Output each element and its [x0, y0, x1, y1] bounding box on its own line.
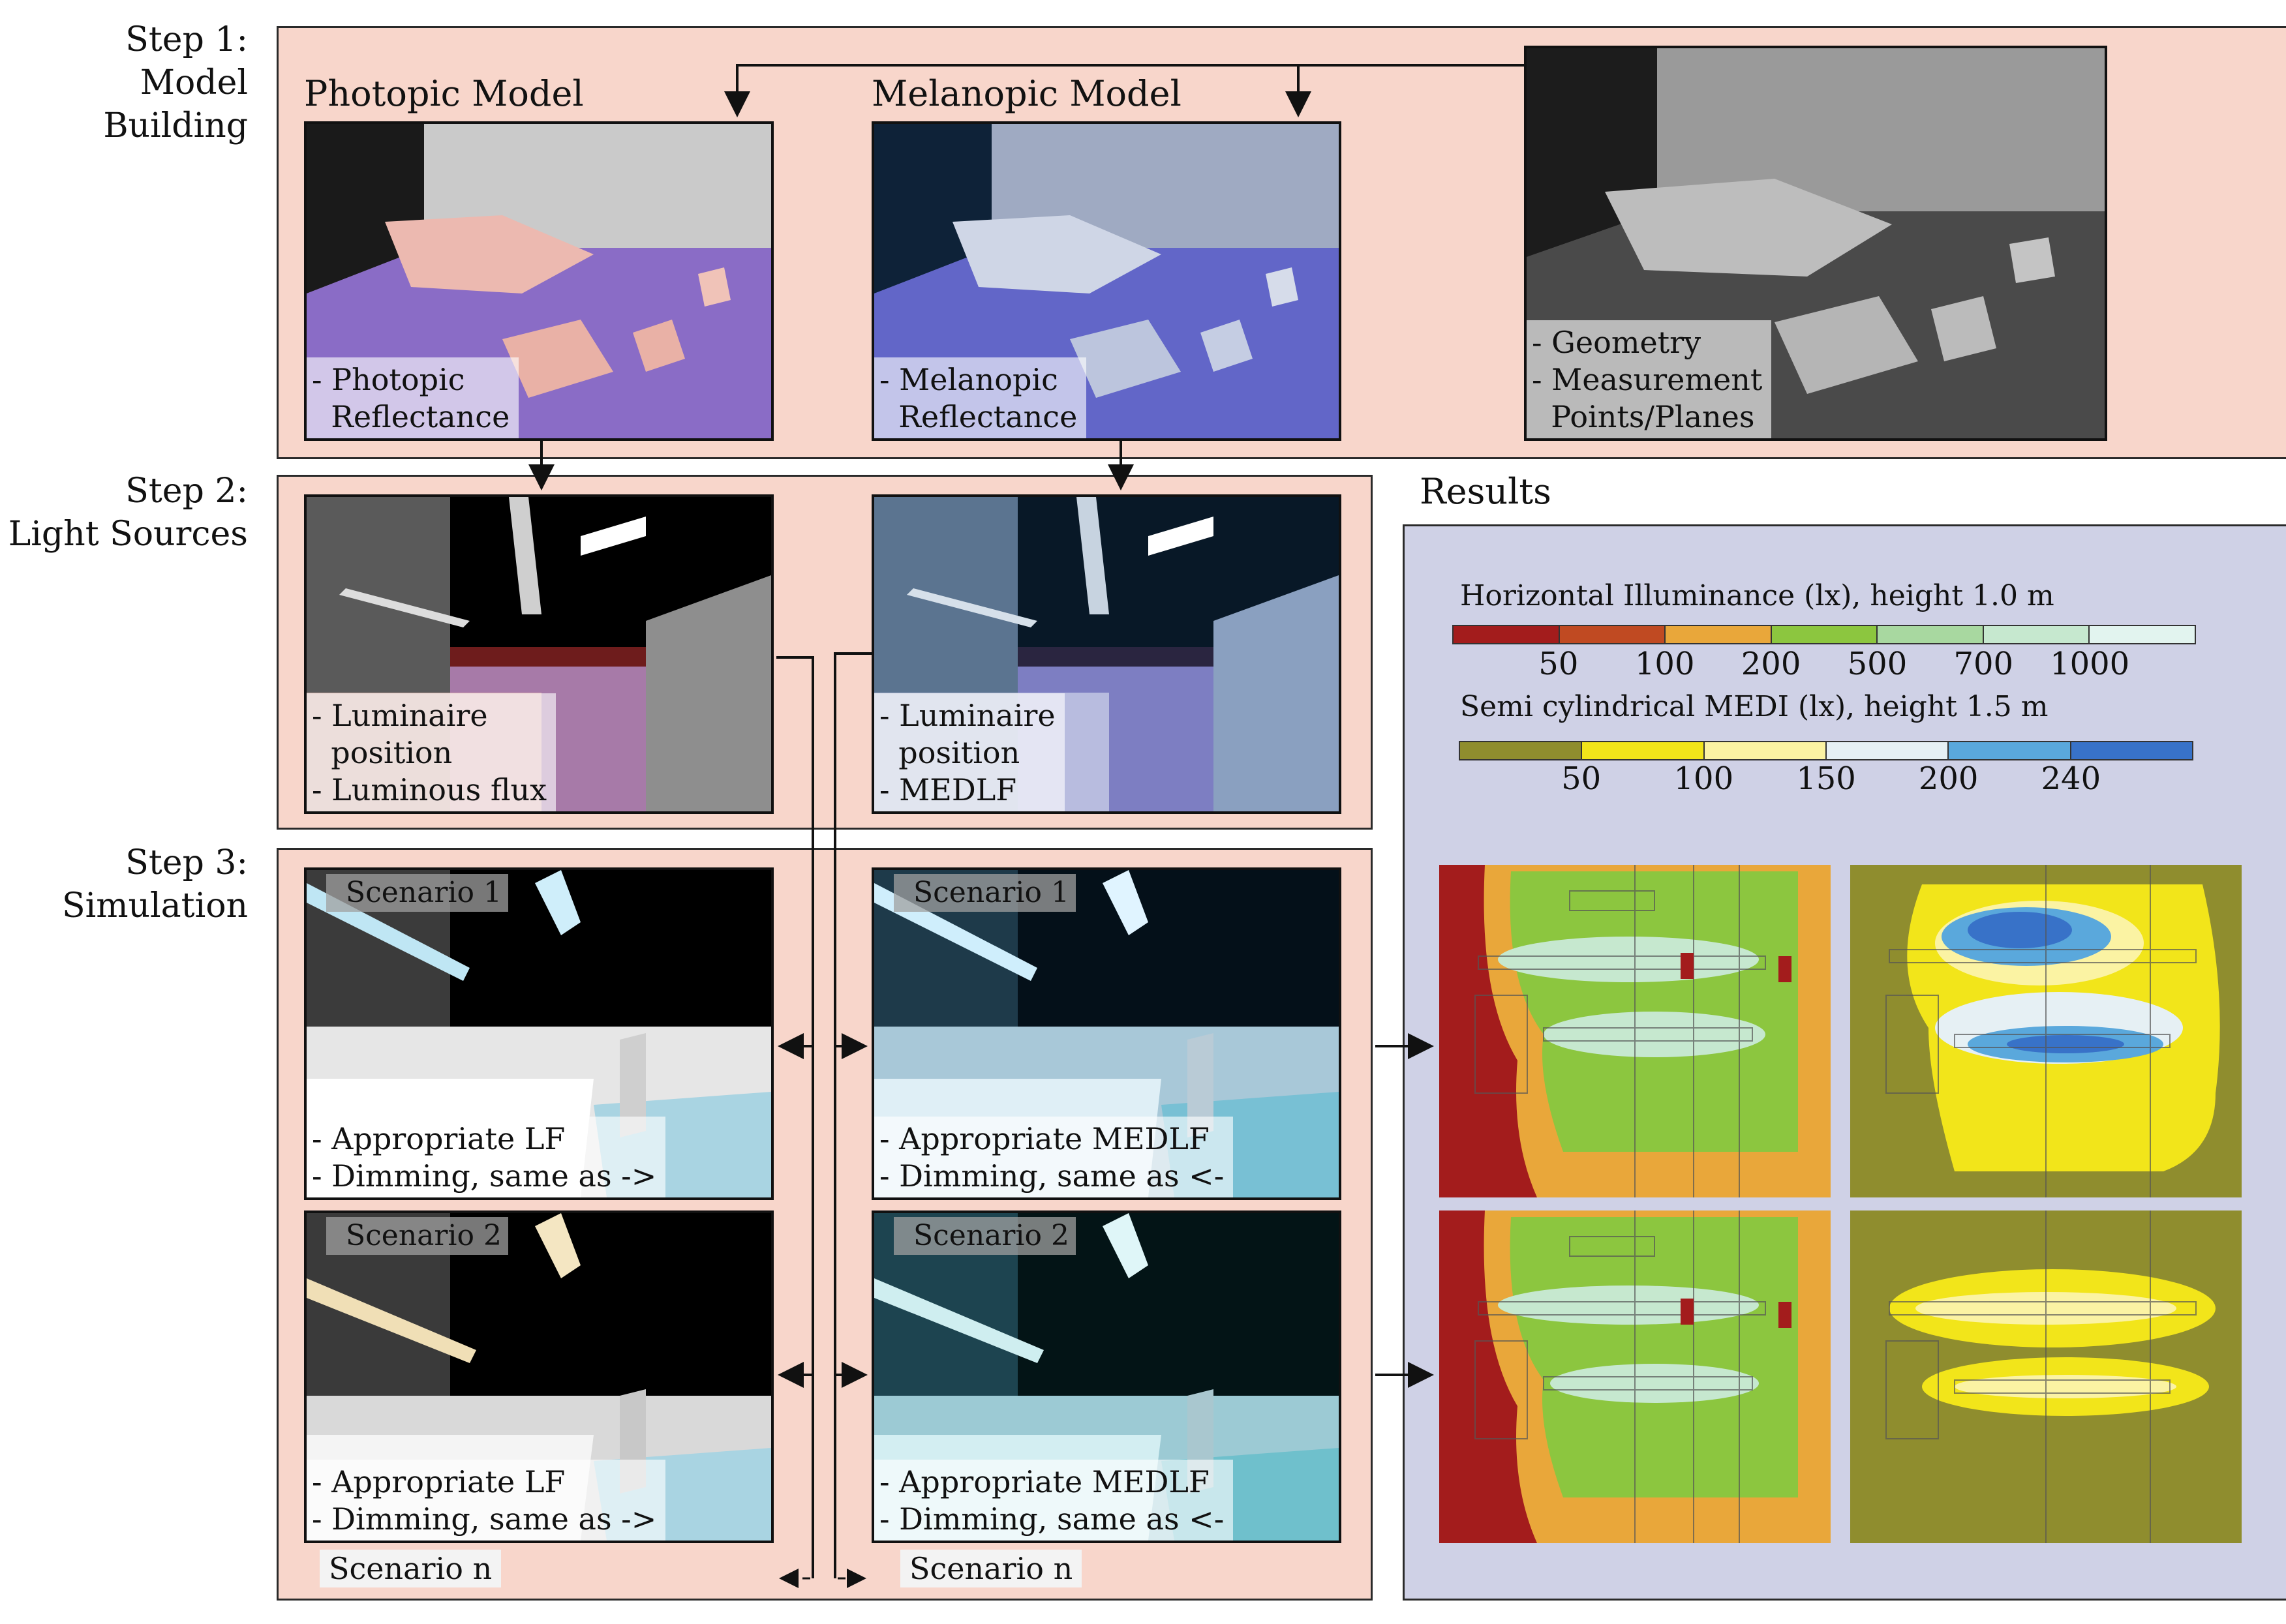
- luminaire-melanopic-note: - Luminaire position - MEDLF: [874, 693, 1065, 811]
- medi-map-scenario1: [1850, 865, 2242, 1197]
- melanopic-model-title: Melanopic Model: [872, 73, 1181, 114]
- geometry-model-render: - Geometry - Measurement Points/Planes: [1524, 46, 2107, 441]
- legend2-tick-label: 240: [2041, 760, 2101, 797]
- medi-heatmap-2: [1850, 1210, 2242, 1543]
- legend2-tick-label: 100: [1673, 760, 1734, 797]
- legend1-tick-label: 200: [1741, 646, 1801, 682]
- legend1-colorbar: [1452, 625, 2196, 644]
- scenario2-melanopic-note: - Appropriate MEDLF - Dimming, same as <…: [874, 1460, 1234, 1541]
- legend2-tick-label: 200: [1918, 760, 1979, 797]
- legend2-swatch-3: [1826, 742, 1949, 759]
- scenario2-tag-photopic: Scenario 2: [326, 1217, 508, 1255]
- legend2-tick-label: 50: [1561, 760, 1602, 797]
- scenario2-photopic-note: - Appropriate LF - Dimming, same as ->: [307, 1460, 666, 1541]
- geometry-note: - Geometry - Measurement Points/Planes: [1527, 320, 1772, 438]
- legend2-swatch-5: [2071, 742, 2192, 759]
- melanopic-light-sources-render: - Luminaire position - MEDLF: [872, 494, 1341, 814]
- scenario-n-melanopic: Scenario n: [900, 1550, 1082, 1587]
- legend2-swatch-1: [1582, 742, 1705, 759]
- scenario1-photopic-note: - Appropriate LF - Dimming, same as ->: [307, 1117, 666, 1197]
- legend1-tick-label: 700: [1953, 646, 2014, 682]
- scenario1-melanopic-note: - Appropriate MEDLF - Dimming, same as <…: [874, 1117, 1234, 1197]
- legend1-tick-label: 50: [1538, 646, 1579, 682]
- melanopic-scenario1-render: Scenario 1 - Appropriate MEDLF - Dimming…: [872, 867, 1341, 1200]
- melanopic-scenario2-render: Scenario 2 - Appropriate MEDLF - Dimming…: [872, 1210, 1341, 1543]
- legend1-swatch-2: [1666, 626, 1772, 643]
- photopic-scenario2-render: Scenario 2 - Appropriate LF - Dimming, s…: [304, 1210, 774, 1543]
- legend1-swatch-3: [1771, 626, 1878, 643]
- legend1-swatch-1: [1559, 626, 1666, 643]
- photopic-light-sources-render: - Luminaire position - Luminous flux: [304, 494, 774, 814]
- illuminance-map-scenario2: [1439, 1210, 1831, 1543]
- legend1-title: Horizontal Illuminance (lx), height 1.0 …: [1460, 579, 2054, 612]
- step1-label: Step 1: Model Building: [103, 20, 248, 145]
- medi-heatmap-1: [1850, 865, 2242, 1197]
- legend1-swatch-5: [1983, 626, 2090, 643]
- photopic-scenario1-render: Scenario 1 - Appropriate LF - Dimming, s…: [304, 867, 774, 1200]
- legend1-swatch-0: [1454, 626, 1560, 643]
- step3-label: Step 3: Simulation: [61, 843, 248, 925]
- scenario-n-photopic: Scenario n: [320, 1550, 502, 1587]
- legend2-tick-label: 150: [1796, 760, 1856, 797]
- legend1-tick-label: 500: [1847, 646, 1908, 682]
- photopic-model-title: Photopic Model: [304, 73, 584, 114]
- legend2-swatch-4: [1949, 742, 2071, 759]
- melanopic-reflectance-note: - Melanopic Reflectance: [874, 357, 1087, 438]
- scenario1-tag-photopic: Scenario 1: [326, 874, 508, 912]
- step2-label: Step 2: Light Sources: [8, 472, 248, 554]
- medi-map-scenario2: [1850, 1210, 2242, 1543]
- illuminance-heatmap-2: [1439, 1210, 1831, 1543]
- photopic-reflectance-note: - Photopic Reflectance: [307, 357, 519, 438]
- legend1-tick-label: 1000: [2050, 646, 2130, 682]
- scenario1-tag-melanopic: Scenario 1: [894, 874, 1076, 912]
- legend1-swatch-6: [2090, 626, 2195, 643]
- results-title: Results: [1420, 471, 1551, 512]
- legend2-title: Semi cylindrical MEDI (lx), height 1.5 m: [1460, 690, 2049, 723]
- legend2-swatch-0: [1460, 742, 1583, 759]
- scenario2-tag-melanopic: Scenario 2: [894, 1217, 1076, 1255]
- photopic-model-render: - Photopic Reflectance: [304, 121, 774, 441]
- legend2-swatch-2: [1704, 742, 1827, 759]
- illuminance-heatmap-1: [1439, 865, 1831, 1197]
- melanopic-model-render: - Melanopic Reflectance: [872, 121, 1341, 441]
- legend1-swatch-4: [1878, 626, 1984, 643]
- illuminance-map-scenario1: [1439, 865, 1831, 1197]
- legend2-colorbar: [1459, 741, 2193, 760]
- legend1-tick-label: 100: [1634, 646, 1695, 682]
- luminaire-photopic-note: - Luminaire position - Luminous flux: [307, 693, 556, 811]
- photopic-scenario2-image: [307, 1213, 771, 1541]
